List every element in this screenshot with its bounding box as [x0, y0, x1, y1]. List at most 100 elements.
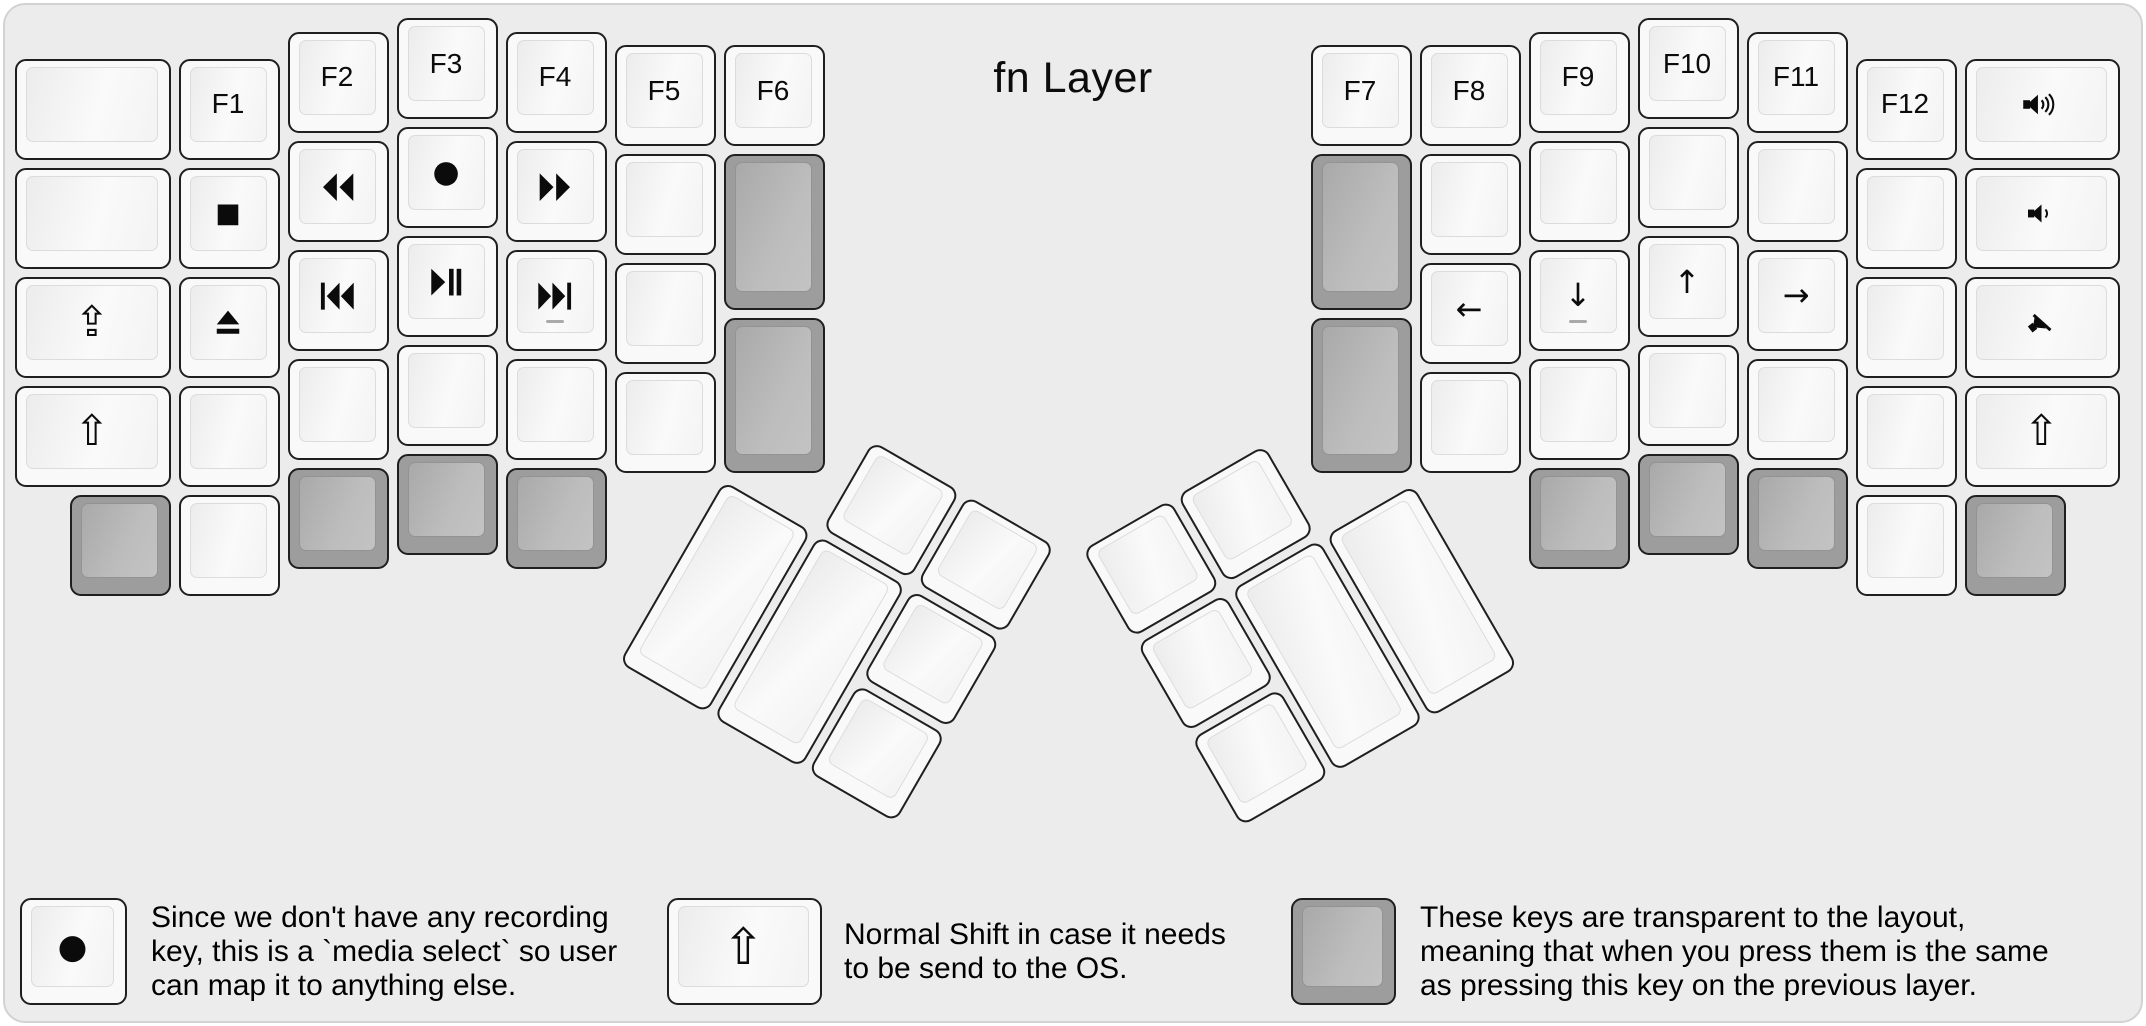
key-arrow-right[interactable]: → — [1746, 249, 1848, 351]
key-transparent[interactable] — [1310, 154, 1412, 310]
key-previous-track[interactable] — [287, 249, 389, 351]
key-f11[interactable]: F11 — [1746, 31, 1848, 133]
key-next-track[interactable] — [505, 249, 607, 351]
key-label: F11 — [1772, 61, 1820, 93]
key-blank[interactable] — [614, 154, 716, 256]
key-blank[interactable] — [1528, 358, 1630, 460]
key-blank[interactable] — [614, 263, 716, 365]
key-blank[interactable] — [1419, 154, 1521, 256]
key-transparent[interactable] — [1746, 467, 1848, 569]
key-shift-right[interactable]: ⇧ — [1964, 385, 2120, 487]
key-blank[interactable] — [1637, 127, 1739, 228]
key-blank[interactable] — [396, 345, 498, 446]
key-transparent[interactable] — [1964, 494, 2066, 596]
key-media-select-record[interactable]: ● — [396, 127, 498, 228]
rewind-icon — [320, 172, 355, 201]
key-label: ⇧ — [74, 406, 110, 456]
key-caps-lock[interactable]: ⇪ — [15, 276, 171, 378]
key-label: F1 — [211, 88, 245, 120]
key-blank[interactable] — [1855, 385, 1957, 487]
key-shift-left[interactable]: ⇧ — [15, 385, 171, 487]
key-label: F3 — [429, 47, 463, 79]
key-label: F8 — [1452, 74, 1486, 106]
key-blank[interactable] — [178, 494, 280, 596]
key-f1[interactable]: F1 — [178, 58, 280, 160]
key-label: ● — [432, 154, 460, 190]
key-label: F10 — [1662, 47, 1712, 79]
key-f8[interactable]: F8 — [1419, 45, 1521, 147]
key-rewind[interactable] — [287, 140, 389, 242]
key-fast-forward[interactable] — [505, 140, 607, 242]
key-transparent[interactable] — [1637, 454, 1739, 555]
key-label: ↑ — [1673, 262, 1701, 301]
key-stop[interactable]: ■ — [178, 167, 280, 269]
prev-track-icon — [319, 281, 355, 310]
legend-text-media-select: Since we don't have any recording key, t… — [151, 900, 618, 1002]
key-f5[interactable]: F5 — [614, 45, 716, 147]
legend-key-shift: ⇧ — [667, 898, 822, 1005]
key-arrow-down[interactable]: ↓ — [1528, 249, 1630, 351]
key-label: F6 — [756, 74, 790, 106]
key-f3[interactable]: F3 — [396, 18, 498, 119]
legend-item-media-select: ● Since we don't have any recording key,… — [20, 898, 617, 1005]
key-f2[interactable]: F2 — [287, 31, 389, 133]
layer-title: fn Layer — [993, 54, 1153, 102]
key-label: F4 — [538, 61, 572, 93]
key-label: F12 — [1880, 88, 1930, 120]
key-blank[interactable] — [1746, 358, 1848, 460]
key-transparent[interactable] — [69, 494, 171, 596]
key-label: F5 — [647, 74, 681, 106]
legend: ● Since we don't have any recording key,… — [0, 892, 2146, 1012]
key-f12[interactable]: F12 — [1855, 58, 1957, 160]
key-transparent[interactable] — [1310, 317, 1412, 474]
key-blank[interactable] — [1855, 494, 1957, 596]
key-blank[interactable] — [614, 372, 716, 474]
volume-down-icon — [2026, 200, 2057, 227]
homing-bar — [1569, 319, 1587, 323]
key-blank[interactable] — [1528, 140, 1630, 242]
key-blank[interactable] — [287, 358, 389, 460]
key-play-pause[interactable] — [396, 236, 498, 337]
key-f4[interactable]: F4 — [505, 31, 607, 133]
mute-icon — [2025, 307, 2058, 338]
key-blank[interactable] — [1419, 372, 1521, 474]
key-eject[interactable] — [178, 276, 280, 378]
key-label: ⇧ — [2023, 406, 2059, 456]
legend-item-transparent: These keys are transparent to the layout… — [1291, 898, 2049, 1005]
key-arrow-left[interactable]: ← — [1419, 263, 1521, 365]
key-label: F2 — [320, 61, 354, 93]
key-transparent[interactable] — [505, 467, 607, 569]
key-transparent[interactable] — [287, 467, 389, 569]
key-blank[interactable] — [178, 385, 280, 487]
key-f10[interactable]: F10 — [1637, 18, 1739, 119]
key-mute[interactable] — [1964, 276, 2120, 378]
key-label: → — [1782, 276, 1810, 315]
key-label: F9 — [1561, 61, 1595, 93]
key-blank[interactable] — [15, 167, 171, 269]
key-transparent[interactable] — [723, 154, 825, 310]
key-label: ← — [1455, 289, 1483, 328]
key-transparent[interactable] — [1528, 467, 1630, 569]
key-blank[interactable] — [15, 58, 171, 160]
key-arrow-up[interactable]: ↑ — [1637, 236, 1739, 337]
key-label: ■ — [215, 197, 241, 229]
fast-forward-icon — [538, 172, 573, 201]
legend-text-shift: Normal Shift in case it needs to be send… — [844, 917, 1226, 985]
eject-icon — [213, 309, 243, 336]
key-volume-up[interactable] — [1964, 58, 2120, 160]
key-transparent[interactable] — [396, 454, 498, 555]
legend-item-shift: ⇧ Normal Shift in case it needs to be se… — [667, 898, 1226, 1005]
key-f6[interactable]: F6 — [723, 45, 825, 147]
volume-up-icon — [2022, 89, 2060, 120]
shift-icon: ⇧ — [722, 917, 765, 976]
key-blank[interactable] — [1855, 276, 1957, 378]
key-transparent[interactable] — [723, 317, 825, 474]
key-f9[interactable]: F9 — [1528, 31, 1630, 133]
key-volume-down[interactable] — [1964, 167, 2120, 269]
key-f7[interactable]: F7 — [1310, 45, 1412, 147]
key-blank[interactable] — [1637, 345, 1739, 446]
key-blank[interactable] — [1855, 167, 1957, 269]
key-blank[interactable] — [505, 358, 607, 460]
key-blank[interactable] — [1746, 140, 1848, 242]
legend-key-transparent — [1291, 898, 1396, 1005]
